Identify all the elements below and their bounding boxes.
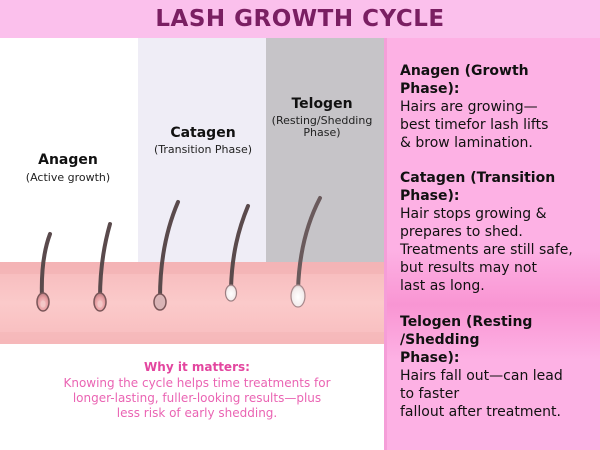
why-line: longer-lasting, fuller-looking results—p… (72, 391, 322, 405)
why-it-matters-title: Why it matters: (144, 360, 250, 374)
info-panel-edge (384, 38, 387, 450)
telogen-sublabel-2: Phase) (303, 126, 341, 139)
telogen-column (266, 38, 384, 262)
telogen-sublabel-1: (Resting/Shedding (271, 114, 373, 127)
info-catagen-line: Treatments are still safe, (400, 242, 573, 258)
info-anagen-heading-1: Anagen (Growth (400, 63, 529, 79)
why-it-matters-body: Knowing the cycle helps time treatments … (44, 376, 350, 421)
info-telogen-line: to faster (400, 386, 460, 402)
anagen-label: Anagen (38, 152, 98, 168)
info-anagen-line: & brow lamination. (400, 135, 533, 151)
telogen-label: Telogen (291, 96, 353, 112)
info-catagen: Catagen (Transition Phase): Hair stops g… (400, 169, 596, 295)
info-telogen-line: Hairs fall out—can lead (400, 368, 563, 384)
info-panel-highlight (384, 250, 600, 360)
why-line: Knowing the cycle helps time treatments … (63, 376, 331, 390)
info-catagen-heading-1: Catagen (Transition (400, 170, 556, 186)
info-catagen-line: last as long. (400, 278, 485, 294)
page-title: LASH GROWTH CYCLE (155, 6, 445, 32)
why-line: less risk of early shedding. (116, 406, 278, 420)
anagen-column (0, 38, 138, 262)
info-anagen-line: Hairs are growing— (400, 99, 538, 115)
anagen-hair-1 (36, 232, 52, 312)
info-telogen: Telogen (Resting /Shedding Phase): Hairs… (400, 313, 596, 421)
info-panel (384, 38, 600, 450)
skin-cross-section (0, 262, 384, 344)
info-anagen: Anagen (Growth Phase): Hairs are growing… (400, 62, 596, 152)
info-catagen-line: but results may not (400, 260, 537, 276)
telogen-hair (290, 196, 322, 308)
catagen-sublabel: (Transition Phase) (153, 143, 253, 156)
anagen-sublabel: (Active growth) (25, 171, 111, 184)
catagen-column (138, 38, 266, 262)
info-anagen-line: best timefor lash lifts (400, 117, 549, 133)
info-telogen-heading-2: /Shedding (400, 332, 480, 348)
title-bar (0, 0, 600, 38)
info-catagen-heading-2: Phase): (400, 188, 460, 204)
info-catagen-line: Hair stops growing & (400, 206, 547, 222)
hair-strands (36, 196, 322, 312)
info-telogen-heading-1: Telogen (Resting (400, 314, 533, 330)
info-catagen-line: prepares to shed. (400, 224, 523, 240)
info-telogen-heading-3: Phase): (400, 350, 460, 366)
catagen-hair-1 (153, 200, 180, 311)
info-telogen-line: fallout after treatment. (400, 404, 561, 420)
catagen-hair-2 (224, 204, 250, 302)
info-anagen-heading-2: Phase): (400, 81, 460, 97)
catagen-label: Catagen (170, 125, 236, 141)
anagen-hair-2 (93, 222, 112, 312)
